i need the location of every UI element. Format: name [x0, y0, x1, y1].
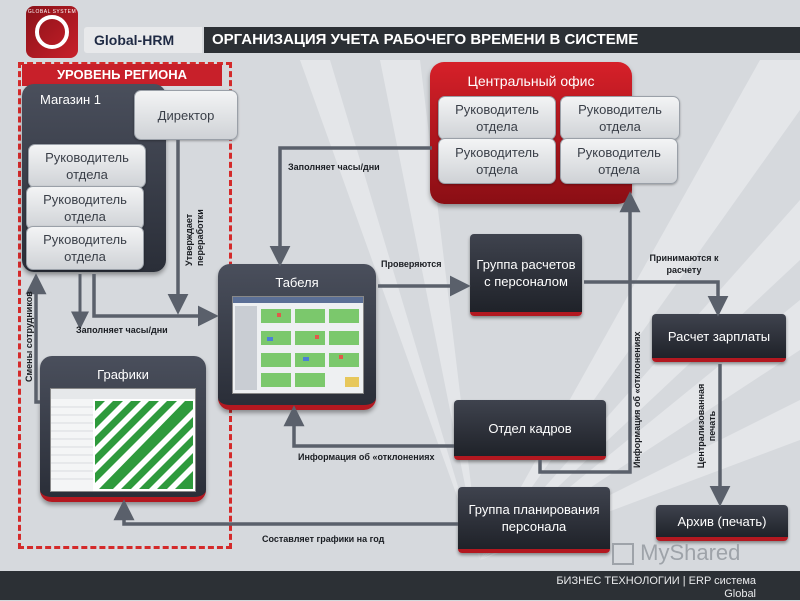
footer-bar	[0, 571, 800, 600]
page-title: ОРГАНИЗАЦИЯ УЧЕТА РАБОЧЕГО ВРЕМЕНИ В СИС…	[204, 27, 800, 53]
store-title: Магазин 1	[40, 92, 101, 107]
arrow-planning-to-schedules	[113, 499, 458, 526]
label-deviation-horizontal: Информация об «отклонениях	[298, 452, 435, 462]
arrow-central-to-timesheet	[269, 146, 432, 267]
label-accepted: Принимаются к расчету	[649, 253, 719, 275]
label-deviation-vertical: Информация об «отклонениях	[632, 331, 642, 468]
footer-line-1: БИЗНЕС ТЕХНОЛОГИИ | ERP система	[556, 575, 756, 587]
director-box[interactable]: Директор	[134, 90, 238, 140]
arrow-hr-to-central	[538, 191, 641, 474]
store-dept-head-1[interactable]: Руководитель отдела	[28, 144, 146, 188]
label-checked: Проверяются	[381, 259, 442, 269]
central-dept-head-4[interactable]: Руководитель отдела	[560, 138, 678, 184]
region-label: УРОВЕНЬ РЕГИОНА	[22, 64, 222, 86]
arrow-shifts-up	[25, 273, 47, 404]
logo-text: GLOBAL SYSTEM	[27, 9, 77, 15]
arrow-hr-to-timesheet	[283, 405, 454, 448]
salary-calc-node[interactable]: Расчет зарплаты	[652, 314, 786, 362]
planning-group-node[interactable]: Группа планирования персонала	[458, 487, 610, 553]
payroll-group-node[interactable]: Группа расчетов с персоналом	[470, 234, 582, 316]
arrow-payroll-to-salary	[584, 280, 729, 317]
label-central-print: Централизованная печать	[696, 383, 717, 469]
watermark: MyShared	[612, 540, 740, 566]
label-employee-shifts: Смены сотрудников	[24, 291, 34, 382]
central-dept-head-3[interactable]: Руководитель отдела	[438, 138, 556, 184]
footer-line-2: Global	[724, 588, 756, 600]
label-makes-schedules: Составляет графики на год	[262, 534, 385, 544]
timesheet-title: Табеля	[275, 275, 319, 290]
arrow-store-to-timesheet	[92, 274, 219, 327]
hr-dept-node[interactable]: Отдел кадров	[454, 400, 606, 460]
timesheet-grid-image	[233, 297, 363, 390]
timesheet-screenshot	[232, 296, 364, 394]
schedules-title: Графики	[97, 367, 149, 382]
brand-label: Global-HRM	[84, 27, 202, 53]
central-office-title: Центральный офис	[467, 73, 595, 89]
central-dept-head-1[interactable]: Руководитель отдела	[438, 96, 556, 140]
label-approves-overtime: Утверждает переработки	[184, 209, 205, 266]
company-logo: GLOBAL SYSTEM	[26, 6, 78, 58]
schedules-grid-image	[51, 389, 195, 491]
logo-ring-icon	[35, 15, 69, 49]
watermark-text: MyShared	[640, 540, 741, 565]
watermark-icon	[612, 543, 634, 566]
label-fills-hours-bottom: Заполняет часы/дни	[76, 325, 168, 335]
footer-text: БИЗНЕС ТЕХНОЛОГИИ | ERP система Global	[556, 575, 756, 601]
schedules-screenshot	[50, 388, 196, 492]
label-fills-hours-top: Заполняет часы/дни	[288, 162, 380, 172]
store-dept-head-3[interactable]: Руководитель отдела	[26, 226, 144, 270]
archive-node[interactable]: Архив (печать)	[656, 505, 788, 541]
